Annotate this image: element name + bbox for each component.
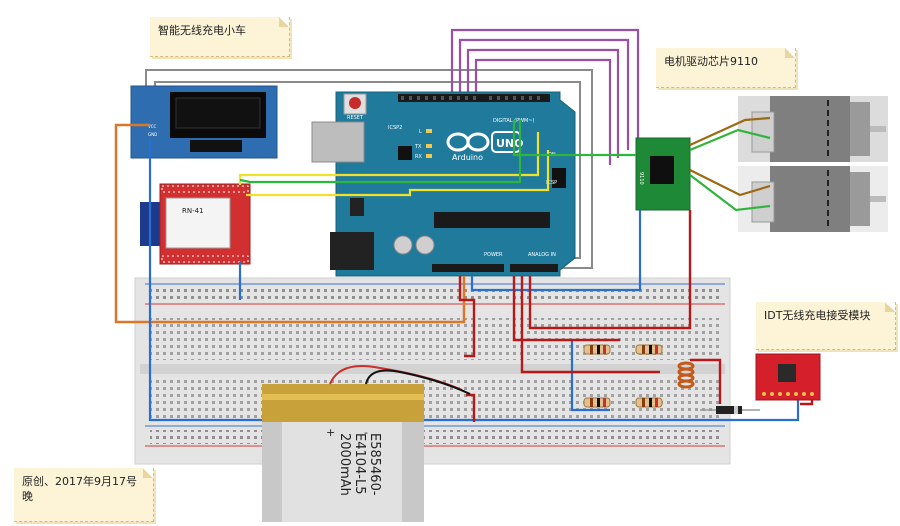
orange-wire — [114, 123, 466, 324]
note-credit: 原创、2017年9月17号晚 — [14, 468, 154, 522]
oled-gnd-pin: GND — [148, 132, 157, 137]
inductor — [677, 361, 695, 389]
battery-minus: - — [364, 426, 368, 439]
note-motor-driver-text: 电机驱动芯片9110 — [664, 55, 758, 68]
battery-plus: + — [326, 426, 335, 439]
arduino-logo: UNO Arduino — [446, 131, 524, 162]
note-motor-driver: 电机驱动芯片9110 — [656, 48, 796, 88]
note-title: 智能无线充电小车 — [150, 17, 290, 57]
red-wires — [458, 210, 814, 422]
battery-line2: E4104-L5 — [352, 433, 367, 495]
resistor-4 — [635, 397, 663, 408]
driver-label: 9110 — [638, 172, 644, 185]
rx-led-label: RX — [415, 154, 422, 160]
battery-leads — [329, 365, 471, 395]
lipo-battery: + - E585460- E4104-L5 2000mAh — [262, 384, 424, 522]
icsp-label: ICSP — [546, 180, 557, 186]
bluetooth-label: RN-41 — [182, 207, 204, 215]
power-label: POWER — [484, 252, 503, 258]
uno-label: UNO — [496, 137, 524, 150]
idt-receiver-board — [755, 353, 821, 401]
oled-display: VCC GND — [130, 85, 278, 159]
resistor-3 — [583, 397, 611, 408]
note-title-text: 智能无线充电小车 — [158, 24, 246, 37]
motor-wires — [689, 116, 771, 212]
battery-line1: E585460- — [367, 433, 382, 496]
reset-label: RESET — [347, 115, 364, 121]
resistor-1 — [583, 344, 611, 355]
note-idt-module-text: IDT无线充电接受模块 — [764, 309, 871, 322]
note-credit-text: 原创、2017年9月17号晚 — [22, 475, 137, 503]
note-idt-module: IDT无线充电接受模块 — [756, 302, 896, 350]
l-led-label: L — [419, 129, 422, 135]
oled-vcc-pin: VCC — [148, 124, 157, 129]
arduino-brand: Arduino — [452, 153, 483, 162]
bluetooth-module: RN-41 — [140, 183, 251, 265]
signal-wires — [238, 120, 636, 197]
diode — [700, 406, 760, 414]
motor-top — [738, 96, 888, 162]
icsp2-label: ICSP2 — [388, 125, 402, 131]
arduino-uno-board: RESET ICSP2 DIGITAL (PWM~) UNO Arduino L… — [311, 91, 576, 277]
purple-wires — [450, 28, 640, 165]
tx-led-label: TX — [414, 144, 422, 150]
battery-line3: 2000mAh — [337, 433, 352, 496]
analog-label: ANALOG IN — [528, 252, 556, 258]
motor-bottom — [738, 166, 888, 232]
motor-driver-board: 9110 — [635, 137, 691, 211]
resistor-2 — [635, 344, 663, 355]
